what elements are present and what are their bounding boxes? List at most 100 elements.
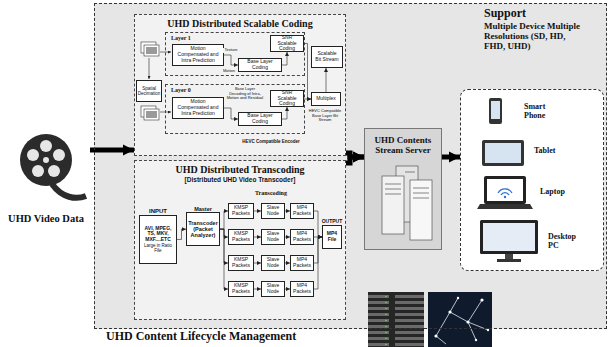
label-holder: Base Layer Decoding of Intra, Motion and…	[225, 87, 265, 101]
frame-thumbnail	[144, 45, 159, 56]
input-box: INPUTAVI, MPEG, TS, MKV, MXF....ETCLarge…	[137, 207, 179, 265]
process-box: Base Layer Coding	[238, 58, 282, 72]
server-icon	[385, 194, 401, 195]
connector-arrow	[254, 211, 261, 212]
laptop-icon	[498, 189, 512, 195]
film-reel-icon	[48, 165, 60, 177]
film-reel-icon	[20, 134, 86, 198]
connector-arrow	[177, 229, 186, 239]
box-outline: Transcoder (Packet Analyzer)	[186, 212, 220, 246]
box-fill	[186, 212, 220, 246]
box-text: Slave Node	[264, 231, 282, 243]
heading-text: Master	[194, 206, 212, 212]
process-box: SNR Scalable Coding	[270, 90, 304, 107]
heading-text: Support	[484, 7, 526, 21]
connector-arrow	[304, 99, 311, 100]
smartphone-icon	[489, 98, 502, 124]
box-text: MP4 Packets	[293, 205, 311, 217]
network-graph-photo	[448, 310, 451, 313]
box-fill	[311, 46, 343, 68]
laptop-icon	[477, 176, 533, 209]
server-rack-photo	[368, 292, 424, 347]
network-graph-photo	[466, 320, 469, 323]
server-rack-photo	[368, 292, 424, 347]
packet-box: KMSP Packets	[228, 255, 254, 271]
box-fill	[261, 229, 285, 245]
box-text: Transcoder (Packet Analyzer)	[188, 220, 218, 239]
box-text: Tablet	[534, 146, 574, 155]
stream-server-box: UHD Contents Stream Server	[364, 128, 442, 250]
desktop-icon	[480, 220, 538, 254]
coding-panel: UHD Distributed Scalable CodingLayer 1 Mo…	[134, 14, 346, 156]
box-fill	[364, 128, 442, 250]
heading-text: Multiple Device Multiple Resolutions (SD…	[484, 21, 580, 52]
frame-arrow	[149, 52, 171, 112]
layer-box: Layer 0Motion Compensated and Intra Pred…	[165, 84, 305, 134]
box-text: MP4 File	[325, 231, 339, 243]
box-fill	[290, 229, 314, 245]
box-fill	[460, 89, 604, 271]
box-fill	[134, 14, 346, 156]
film-reel-icon	[27, 149, 39, 161]
packet-box: MP4 Packets	[290, 255, 314, 271]
slave-node-box: Slave Node	[261, 229, 285, 245]
packet-box: KMSP Packets	[228, 203, 254, 219]
connector-arrow	[314, 237, 322, 289]
box-text: Smart Phone	[524, 102, 564, 120]
film-reel-icon	[52, 184, 86, 198]
output-box: OUTPUT MP4 File	[320, 218, 344, 250]
box-fill	[172, 97, 224, 119]
slave-node-box: Slave Node	[261, 255, 285, 271]
label-holder: Texture	[224, 48, 238, 53]
laptop-icon	[484, 176, 526, 204]
tablet-icon	[482, 140, 524, 166]
box-fill	[228, 281, 254, 297]
laptop-icon	[487, 179, 523, 201]
connector-arrow	[220, 211, 228, 229]
box-text: Multiplex	[316, 96, 336, 102]
box-text: MP4 Packets	[293, 231, 311, 243]
box-text: UHD Distributed Scalable Coding	[167, 18, 312, 30]
box-outline: MP4 File	[322, 225, 342, 249]
heading-text: INPUT	[149, 208, 167, 215]
flow-arrow	[90, 148, 134, 153]
box-text: KMSP Packets	[231, 257, 251, 269]
box-text: UHD Contents Stream Server	[367, 135, 439, 156]
box-text: Slave Node	[264, 283, 282, 295]
box-text: Slave Node	[264, 205, 282, 217]
tablet-icon	[485, 143, 521, 163]
flow-arrow	[442, 155, 460, 160]
annotation-label: HEVC Compatible Base Layer Bit Stream	[306, 109, 344, 123]
connector-arrow	[254, 289, 261, 290]
server-icon	[385, 189, 401, 190]
box-fill	[228, 229, 254, 245]
connector-arrow	[220, 229, 228, 289]
box-text: KMSP Packets	[231, 283, 251, 295]
film-reel-icon	[32, 165, 44, 177]
server-icon	[385, 184, 401, 185]
box-fill	[311, 92, 341, 106]
box-fill	[261, 281, 285, 297]
heading-text: OUTPUT	[322, 219, 343, 225]
lifecycle-region: UHD Content Lifecycle ManagementUHD Dist…	[92, 2, 609, 345]
network-graph-photo	[434, 334, 437, 337]
box-text: UHD Video Data	[8, 213, 84, 225]
connector-arrow	[254, 263, 261, 264]
process-box: Motion Compensated and Intra Prediction	[172, 97, 224, 119]
film-reel-icon	[43, 157, 49, 163]
frame-thumbnail	[141, 106, 156, 117]
box-text: SNR Scalable Coding	[273, 35, 301, 52]
box-fill	[270, 90, 304, 107]
annotation-label: Texture	[223, 48, 238, 53]
box-text: Laptop	[540, 187, 580, 196]
connector-arrow	[282, 52, 287, 65]
box-text: Scalable Bit Stream	[314, 51, 340, 63]
annotation-label: HEVC Compatible Encoder	[241, 139, 301, 144]
network-graph-photo	[428, 292, 492, 347]
annotation-label: Transcoding	[254, 190, 288, 197]
server-icon	[413, 193, 429, 194]
device-group: SupportMultiple Device Multiple Resoluti…	[458, 6, 606, 272]
box-text: Layer 1	[171, 35, 191, 42]
connector-arrow	[254, 237, 261, 238]
